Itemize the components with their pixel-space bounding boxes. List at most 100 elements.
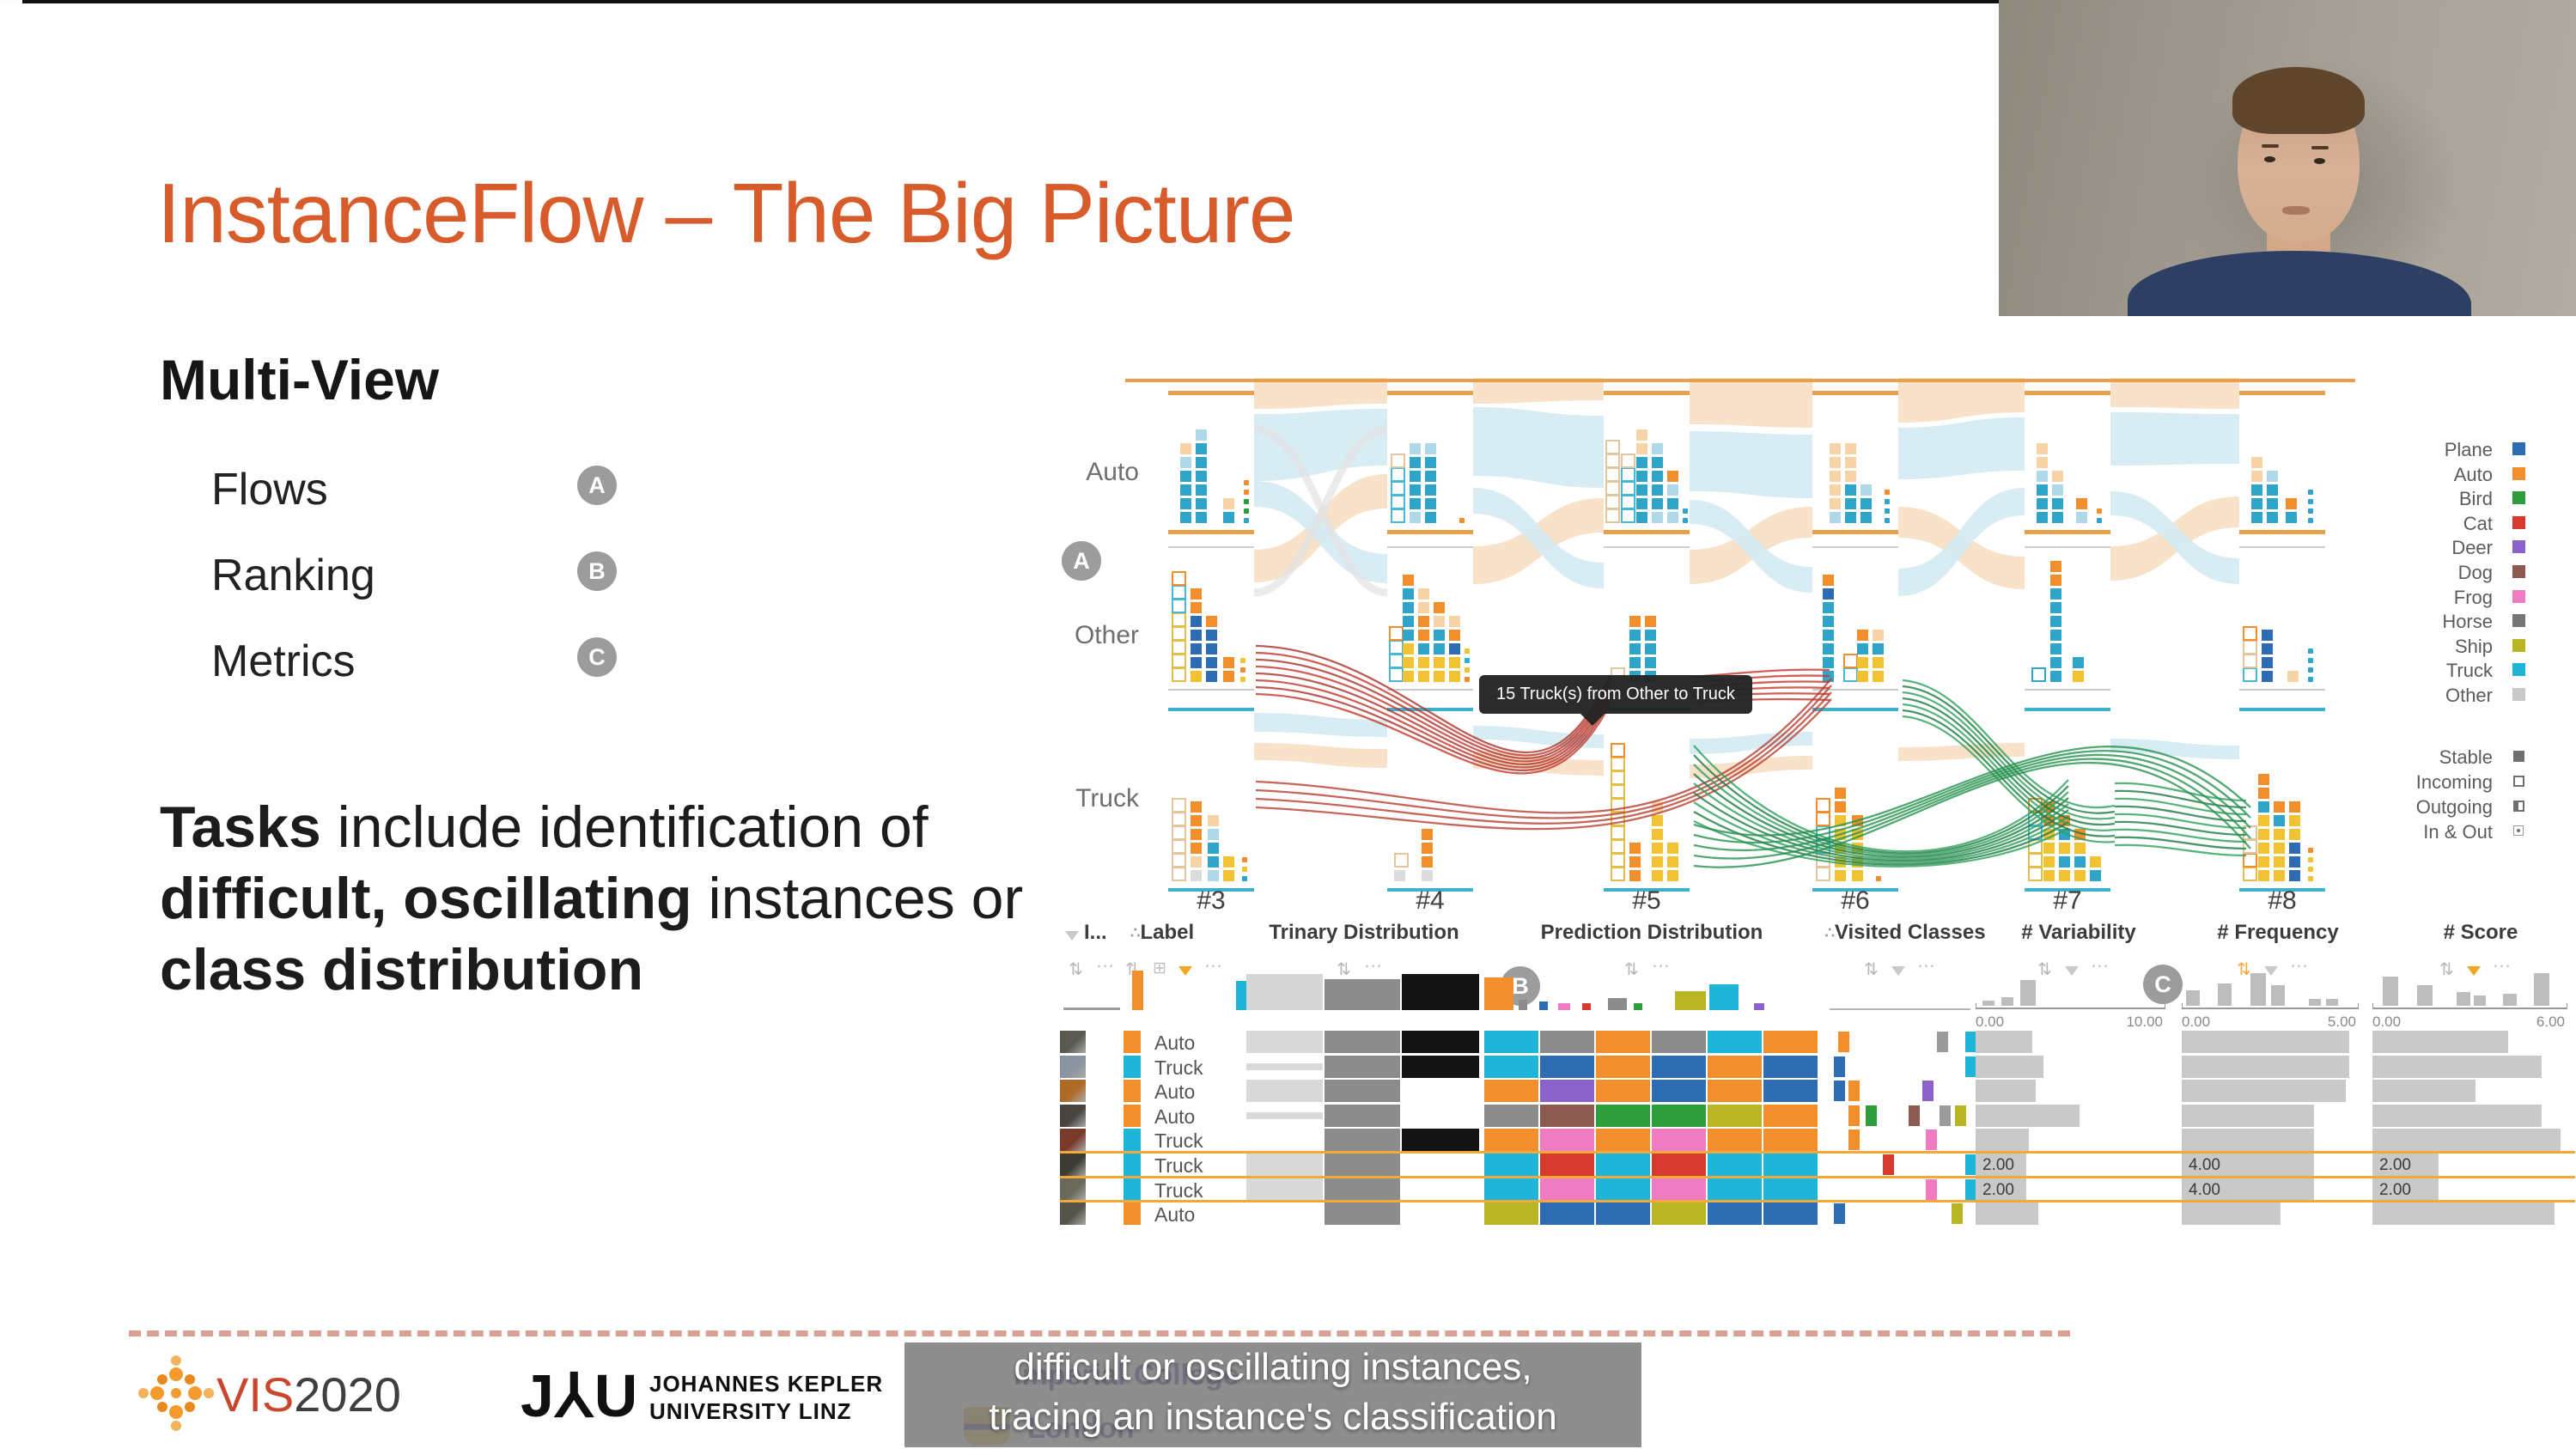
more-options-icon[interactable]: ⋯ (2493, 956, 2512, 976)
column-header-visited-classes[interactable]: ∴ Visited Classes (1733, 921, 2077, 947)
flow-column-other[interactable] (2239, 546, 2325, 691)
prediction-block (1540, 1202, 1594, 1225)
sort-icon[interactable]: ⇅ (1624, 960, 1639, 979)
flow-column-other[interactable] (2025, 546, 2110, 691)
flow-square (2090, 870, 2101, 881)
row-thumbnail[interactable] (1060, 1154, 1086, 1176)
flow-square (2052, 471, 2063, 482)
flow-column-truck[interactable] (2239, 708, 2325, 892)
filter-icon[interactable] (2264, 966, 2278, 976)
flow-square (1816, 867, 1830, 881)
sort-icon[interactable]: ⇅ (1864, 960, 1879, 979)
sort-icon[interactable]: ⇅ (2237, 960, 2251, 979)
prediction-block (1652, 1031, 1706, 1053)
flow-square (2289, 801, 2300, 813)
flow-column-other[interactable] (1812, 546, 1898, 691)
column-header-label[interactable]: ∴ Label (1130, 921, 1194, 947)
flow-column-auto[interactable] (2025, 391, 2110, 534)
flow-epoch-label: #5 (1632, 886, 1661, 915)
sort-icon[interactable]: ⇅ (1337, 960, 1351, 979)
legend-item-cat[interactable]: Cat (2379, 513, 2534, 535)
column-header-i-[interactable]: I... (1065, 921, 1107, 947)
filter-icon[interactable] (1891, 966, 1905, 976)
flow-square (1410, 471, 1421, 482)
flow-column-other[interactable] (1604, 546, 1690, 691)
row-thumbnail[interactable] (1060, 1080, 1086, 1102)
legend-state-half[interactable]: Outgoing (2379, 796, 2534, 819)
flow-column-other[interactable] (1168, 546, 1254, 691)
flow-square (1403, 588, 1414, 600)
prediction-block (1708, 1202, 1762, 1225)
flow-column-auto[interactable] (1168, 391, 1254, 534)
column-header--variability[interactable]: # Variability (1907, 921, 2250, 947)
legend-item-ship[interactable]: Ship (2379, 636, 2534, 658)
flow-dot (1465, 648, 1470, 654)
flow-column-truck[interactable] (1604, 708, 1690, 892)
flow-column-truck[interactable] (1168, 708, 1254, 892)
more-options-icon[interactable]: ⋯ (1204, 956, 1223, 976)
legend-item-other[interactable]: Other (2379, 685, 2534, 707)
row-thumbnail[interactable] (1060, 1056, 1086, 1078)
group-icon[interactable]: ⊞ (1153, 959, 1166, 977)
flow-column-truck[interactable] (2025, 708, 2110, 892)
filter-icon[interactable] (2467, 966, 2481, 976)
flow-column-auto[interactable] (1604, 391, 1690, 534)
flow-column-auto[interactable] (1387, 391, 1473, 534)
filter-icon[interactable] (1065, 930, 1079, 941)
flow-column-other[interactable] (1387, 546, 1473, 691)
metric-bar-score (2372, 1031, 2508, 1053)
legend-item-bird[interactable]: Bird (2379, 488, 2534, 510)
flow-square (2262, 657, 2273, 668)
row-thumbnail[interactable] (1060, 1105, 1086, 1127)
legend-item-horse[interactable]: Horse (2379, 611, 2534, 633)
legend-item-plane[interactable]: Plane (2379, 439, 2534, 461)
filter-icon[interactable] (1178, 966, 1192, 976)
legend-swatch (2512, 663, 2525, 677)
row-thumbnail[interactable] (1060, 1129, 1086, 1151)
row-thumbnail[interactable] (1060, 1031, 1086, 1053)
sort-icon[interactable]: ⇅ (2439, 960, 2454, 979)
more-options-icon[interactable]: ⋯ (1364, 956, 1383, 976)
flow-epoch-label: #3 (1197, 886, 1226, 915)
flow-column-truck[interactable] (1387, 708, 1473, 892)
legend-label: In & Out (2423, 821, 2493, 843)
legend-item-deer[interactable]: Deer (2379, 537, 2534, 559)
column-header--frequency[interactable]: # Frequency (2106, 921, 2450, 947)
legend-item-dog[interactable]: Dog (2379, 562, 2534, 584)
flow-square (2043, 870, 2055, 881)
flow-square (1180, 484, 1191, 496)
legend-item-frog[interactable]: Frog (2379, 587, 2534, 609)
legend-state-hollow[interactable]: Incoming (2379, 771, 2534, 794)
more-options-icon[interactable]: ⋯ (2290, 956, 2309, 976)
column-header-trinary-distribution[interactable]: Trinary Distribution (1192, 921, 1536, 947)
flow-square (1845, 457, 1856, 468)
flow-square (1425, 457, 1436, 468)
flow-square (1873, 630, 1884, 641)
legend-state-dot[interactable]: In & Out (2379, 821, 2534, 843)
more-options-icon[interactable]: ⋯ (1917, 956, 1936, 976)
more-options-icon[interactable]: ⋯ (1096, 956, 1115, 976)
flow-square (1845, 498, 1856, 509)
flow-column-truck[interactable] (1812, 708, 1898, 892)
flow-epoch-label: #8 (2268, 886, 2297, 915)
legend-state-filled[interactable]: Stable (2379, 746, 2534, 769)
legend-item-truck[interactable]: Truck (2379, 660, 2534, 682)
row-thumbnail[interactable] (1060, 1178, 1086, 1201)
more-options-icon[interactable]: ⋯ (1652, 956, 1671, 976)
row-thumbnail[interactable] (1060, 1202, 1086, 1225)
speaker-eye (2264, 156, 2275, 162)
sort-icon[interactable]: ⇅ (2037, 960, 2052, 979)
flow-square (1611, 770, 1625, 785)
column-header--score[interactable]: # Score (2309, 921, 2576, 947)
flow-square (1180, 512, 1191, 523)
flow-square (1843, 667, 1858, 682)
column-header-prediction-distribution[interactable]: Prediction Distribution (1480, 921, 1824, 947)
flow-column-auto[interactable] (2239, 391, 2325, 534)
flow-square (1611, 798, 1625, 813)
more-options-icon[interactable]: ⋯ (2091, 956, 2110, 976)
flow-column-auto[interactable] (1812, 391, 1898, 534)
flow-square (1636, 484, 1647, 496)
sort-icon[interactable]: ⇅ (1069, 960, 1083, 979)
filter-icon[interactable] (2065, 966, 2079, 976)
legend-item-auto[interactable]: Auto (2379, 464, 2534, 486)
